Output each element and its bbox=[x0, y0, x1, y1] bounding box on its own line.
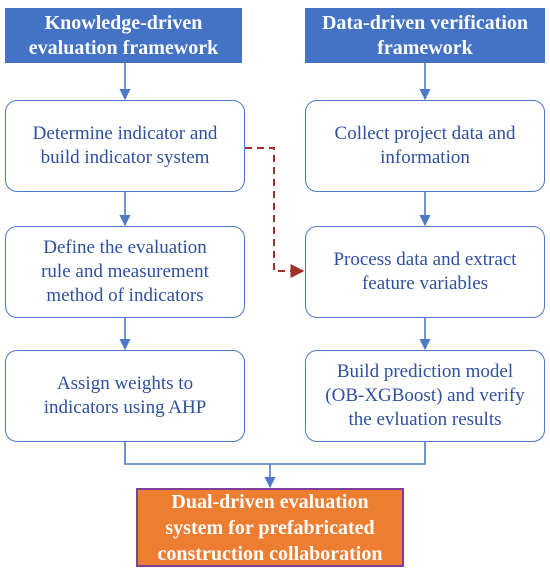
left-step-define-rules: Define the evaluation rule and measureme… bbox=[5, 226, 245, 318]
left-step-determine-indicators: Determine indicator and build indicator … bbox=[5, 100, 245, 192]
result-box: Dual-driven evaluation system for prefab… bbox=[136, 488, 404, 567]
right-step-collect-data: Collect project data and information bbox=[305, 100, 545, 192]
right-step-build-model: Build prediction model (OB-XGBoost) and … bbox=[305, 350, 545, 442]
dashed-link-indicators-to-processing bbox=[245, 147, 305, 278]
right-step-process-data: Process data and extract feature variabl… bbox=[305, 226, 545, 318]
right-header: Data-driven verification framework bbox=[305, 8, 545, 63]
left-step-assign-weights: Assign weights to indicators using AHP bbox=[5, 350, 245, 442]
left-header: Knowledge-driven evaluation framework bbox=[5, 8, 242, 63]
merge-line bbox=[124, 442, 426, 465]
